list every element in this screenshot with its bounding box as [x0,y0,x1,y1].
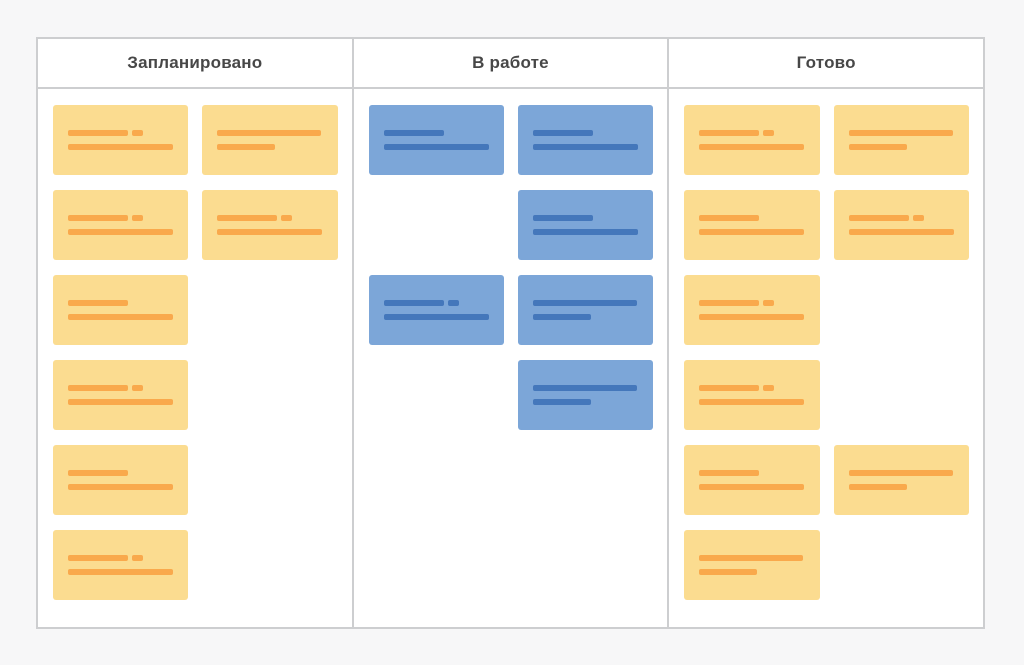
kanban-card[interactable] [53,530,189,600]
card-title-bar [848,215,909,221]
card-title-bar [699,385,760,391]
card-text-bar [533,314,591,320]
card-text-bar [848,229,954,235]
card-text-bar [848,144,907,150]
column-header-done: Готово [669,39,984,89]
kanban-card[interactable] [202,105,338,175]
card-title-bar [383,130,444,136]
kanban-card[interactable] [53,190,189,260]
kanban-card[interactable] [684,360,820,430]
card-tag-chip [763,130,775,136]
card-text-bar [217,229,323,235]
kanban-card[interactable] [518,190,654,260]
card-title-bar [68,470,128,476]
column-title: Запланировано [127,53,263,72]
card-tag-chip [132,130,143,136]
kanban-card[interactable] [202,190,338,260]
card-text-bar [383,144,489,150]
card-title-bar [217,130,322,136]
column-in-progress: В работе [351,39,668,627]
kanban-card[interactable] [53,105,189,175]
card-text-bar [533,229,638,235]
card-tag-chip [132,555,143,561]
card-text-bar [699,144,805,150]
card-title-bar [533,130,593,136]
kanban-card[interactable] [53,360,189,430]
kanban-card[interactable] [684,190,820,260]
kanban-card[interactable] [53,275,189,345]
card-title-bar [533,300,637,306]
card-text-bar [699,569,758,575]
card-text-bar [68,569,173,575]
card-text-bar [68,399,173,405]
card-title-bar [699,555,804,561]
card-tag-chip [763,300,775,306]
card-title-bar [383,300,444,306]
card-title-bar [848,470,953,476]
card-title-bar [699,470,760,476]
card-title-bar [848,130,953,136]
kanban-card[interactable] [833,445,970,515]
card-text-bar [533,399,591,405]
kanban-card[interactable] [368,105,504,175]
card-tag-chip [281,215,293,221]
card-tag-chip [763,385,775,391]
kanban-card[interactable] [518,275,654,345]
kanban-card[interactable] [684,445,820,515]
card-tag-chip [132,215,143,221]
kanban-card[interactable] [684,275,820,345]
card-title-bar [533,215,593,221]
card-text-bar [699,229,805,235]
kanban-card[interactable] [518,105,654,175]
column-title: В работе [472,53,549,72]
card-title-bar [68,130,128,136]
card-title-bar [699,300,760,306]
column-card-list-done [669,89,983,627]
card-text-bar [699,314,805,320]
card-title-bar [68,385,128,391]
kanban-card[interactable] [684,105,820,175]
column-header-planned: Запланировано [38,39,352,89]
card-text-bar [68,229,173,235]
card-tag-chip [912,215,924,221]
kanban-card[interactable] [518,360,654,430]
column-done: Готово [667,39,984,627]
column-planned: Запланировано [38,39,352,627]
card-title-bar [217,215,278,221]
column-header-in-progress: В работе [353,39,668,89]
card-title-bar [68,300,128,306]
card-text-bar [699,399,805,405]
card-text-bar [68,314,173,320]
kanban-card[interactable] [368,275,504,345]
card-title-bar [68,555,128,561]
card-text-bar [699,484,805,490]
card-title-bar [533,385,637,391]
kanban-board: Запланировано В работе Готово [36,37,985,629]
card-tag-chip [132,385,143,391]
card-text-bar [68,144,173,150]
kanban-card[interactable] [684,530,820,600]
kanban-card[interactable] [53,445,189,515]
card-text-bar [217,144,276,150]
card-text-bar [383,314,489,320]
card-text-bar [848,484,907,490]
card-tag-chip [447,300,459,306]
column-card-list-in-progress [354,89,668,627]
column-title: Готово [796,53,856,72]
column-card-list-planned [38,89,352,627]
kanban-card[interactable] [833,190,970,260]
card-text-bar [533,144,638,150]
card-text-bar [68,484,173,490]
kanban-card[interactable] [833,105,970,175]
card-title-bar [699,215,760,221]
card-title-bar [68,215,128,221]
card-title-bar [699,130,760,136]
